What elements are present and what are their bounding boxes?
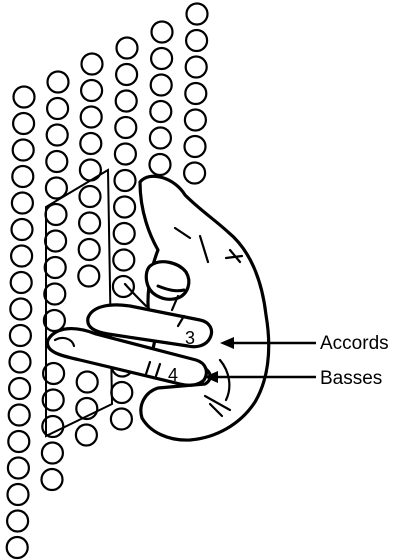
bass-button-icon bbox=[77, 372, 98, 393]
bass-button-icon bbox=[150, 101, 171, 122]
bass-button-icon bbox=[46, 151, 67, 172]
bass-button-icon bbox=[14, 87, 35, 108]
bass-button-icon bbox=[47, 98, 68, 119]
bass-button-icon bbox=[9, 405, 30, 426]
bass-button-icon bbox=[80, 133, 101, 154]
bass-button-icon bbox=[78, 266, 99, 287]
bass-button-icon bbox=[8, 458, 29, 479]
bass-button-icon bbox=[150, 154, 171, 175]
bass-button-icon bbox=[13, 140, 34, 161]
basses-label: Basses bbox=[320, 368, 382, 389]
bass-button-icon bbox=[116, 64, 137, 85]
bass-button-icon bbox=[45, 231, 66, 252]
bass-button-icon bbox=[111, 382, 132, 403]
bass-button-icon bbox=[117, 38, 138, 59]
bass-button-icon bbox=[186, 57, 207, 78]
bass-button-icon bbox=[115, 117, 136, 138]
bass-button-icon bbox=[187, 4, 208, 25]
bass-button-icon bbox=[42, 469, 63, 490]
bass-button-icon bbox=[7, 511, 28, 532]
bass-button-icon bbox=[11, 272, 32, 293]
bass-button-icon bbox=[111, 409, 132, 430]
bass-button-icon bbox=[114, 223, 135, 244]
bass-button-icon bbox=[7, 537, 28, 558]
bass-button-icon bbox=[47, 125, 68, 146]
bass-button-icon bbox=[152, 22, 173, 43]
bass-button-icon bbox=[185, 83, 206, 104]
bass-button-icon bbox=[12, 219, 33, 240]
finger-3-number: 3 bbox=[185, 328, 195, 348]
bass-button-icon bbox=[113, 250, 134, 271]
bass-button-icon bbox=[80, 186, 101, 207]
bass-button-icon bbox=[44, 284, 65, 305]
bass-button-icon bbox=[184, 163, 205, 184]
bass-button-icon bbox=[186, 30, 207, 51]
bass-button-icon bbox=[10, 299, 31, 320]
bass-button-icon bbox=[13, 113, 34, 134]
bass-button-icon bbox=[12, 166, 33, 187]
bass-button-icon bbox=[151, 48, 172, 69]
bass-button-icon bbox=[45, 257, 66, 278]
bass-button-icon bbox=[8, 431, 29, 452]
bass-button-icon bbox=[79, 239, 100, 260]
bass-button-icon bbox=[76, 425, 97, 446]
finger-4-number: 4 bbox=[168, 365, 178, 385]
bass-button-icon bbox=[9, 378, 30, 399]
bass-button-icon bbox=[114, 197, 135, 218]
bass-button-icon bbox=[10, 352, 31, 373]
bass-button-icon bbox=[8, 484, 29, 505]
bass-button-icon bbox=[48, 72, 69, 93]
bass-button-icon bbox=[151, 75, 172, 96]
bass-button-icon bbox=[12, 193, 33, 214]
bass-button-icon bbox=[10, 325, 31, 346]
bass-button-icon bbox=[42, 443, 63, 464]
accords-label: Accords bbox=[320, 333, 389, 354]
bass-button-icon bbox=[82, 54, 103, 75]
bass-button-icon bbox=[113, 276, 134, 297]
bass-button-icon bbox=[150, 128, 171, 149]
bass-button-icon bbox=[185, 110, 206, 131]
bass-button-icon bbox=[115, 170, 136, 191]
bass-button-icon bbox=[80, 160, 101, 181]
bass-button-icon bbox=[185, 136, 206, 157]
bass-button-icon bbox=[11, 246, 32, 267]
bass-button-icon bbox=[115, 144, 136, 165]
bass-button-icon bbox=[79, 213, 100, 234]
bass-button-icon bbox=[44, 310, 65, 331]
bass-button-icon bbox=[116, 91, 137, 112]
bass-button-icon bbox=[81, 80, 102, 101]
bass-button-icon bbox=[46, 204, 67, 225]
bass-button-icon bbox=[81, 107, 102, 128]
